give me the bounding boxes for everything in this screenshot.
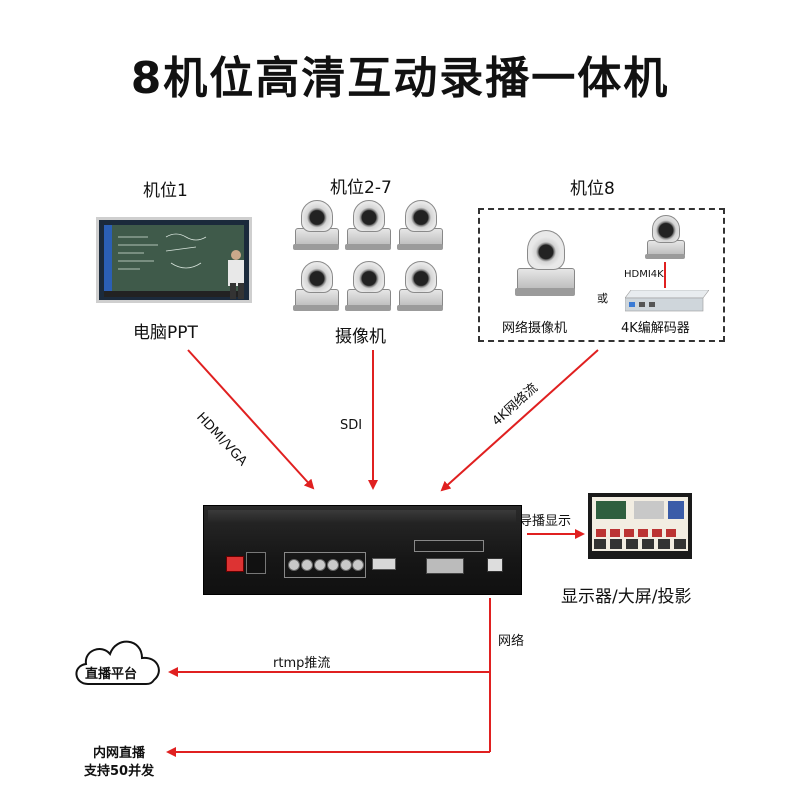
rtmp-push-label: rtmp推流 (273, 656, 331, 671)
camera-2-7-heading: 机位2-7 (330, 178, 392, 198)
camera-8-group (478, 208, 725, 342)
director-display-label: 导播显示 (519, 514, 572, 529)
ptz-camera-icon (397, 259, 443, 311)
ptz-camera-icon (345, 198, 391, 250)
4k-codec-label: 4K编解码器 (621, 321, 690, 336)
display-output-label: 显示器/大屏/投影 (561, 587, 692, 607)
computer-ppt-image (96, 217, 252, 303)
ethernet-port-icon (487, 558, 503, 572)
ptz-camera-icon (345, 259, 391, 311)
ptz-camera-icon (293, 259, 339, 311)
live-platform-label: 直播平台 (85, 667, 138, 682)
ptz-camera-icon (397, 198, 443, 250)
page-title: 8机位高清互动录播一体机 (130, 53, 670, 104)
hdmi4k-label: HDMI4K (624, 269, 664, 280)
camera-label: 摄像机 (335, 327, 386, 347)
cloud-icon (70, 632, 166, 688)
4k-codec-device (624, 289, 710, 312)
power-switch-icon (226, 556, 244, 572)
camera-8-heading: 机位8 (570, 179, 615, 199)
recording-broadcast-device (203, 505, 522, 595)
intranet-live-label: 内网直播 (93, 746, 146, 761)
device-top-panel (208, 510, 516, 524)
hdmi4k-cable (664, 262, 666, 288)
sdi-port-group (284, 552, 366, 578)
ptz-camera-icon (293, 198, 339, 250)
ip-camera-icon (515, 228, 575, 296)
ip-camera-label: 网络摄像机 (502, 321, 568, 336)
hdmi-port-group (414, 540, 484, 552)
network-label: 网络 (498, 634, 525, 649)
or-label: 或 (597, 292, 608, 305)
camera-1-heading: 机位1 (143, 181, 188, 201)
monitor-icon (588, 493, 692, 559)
vga-port-icon (426, 558, 464, 574)
computer-ppt-label: 电脑PPT (133, 323, 198, 343)
sdi-label: SDI (340, 418, 363, 433)
4k-camera-icon (645, 214, 685, 260)
concurrency-label: 支持50并发 (84, 764, 155, 779)
dvi-port-icon (372, 558, 396, 570)
power-socket-icon (246, 552, 266, 574)
